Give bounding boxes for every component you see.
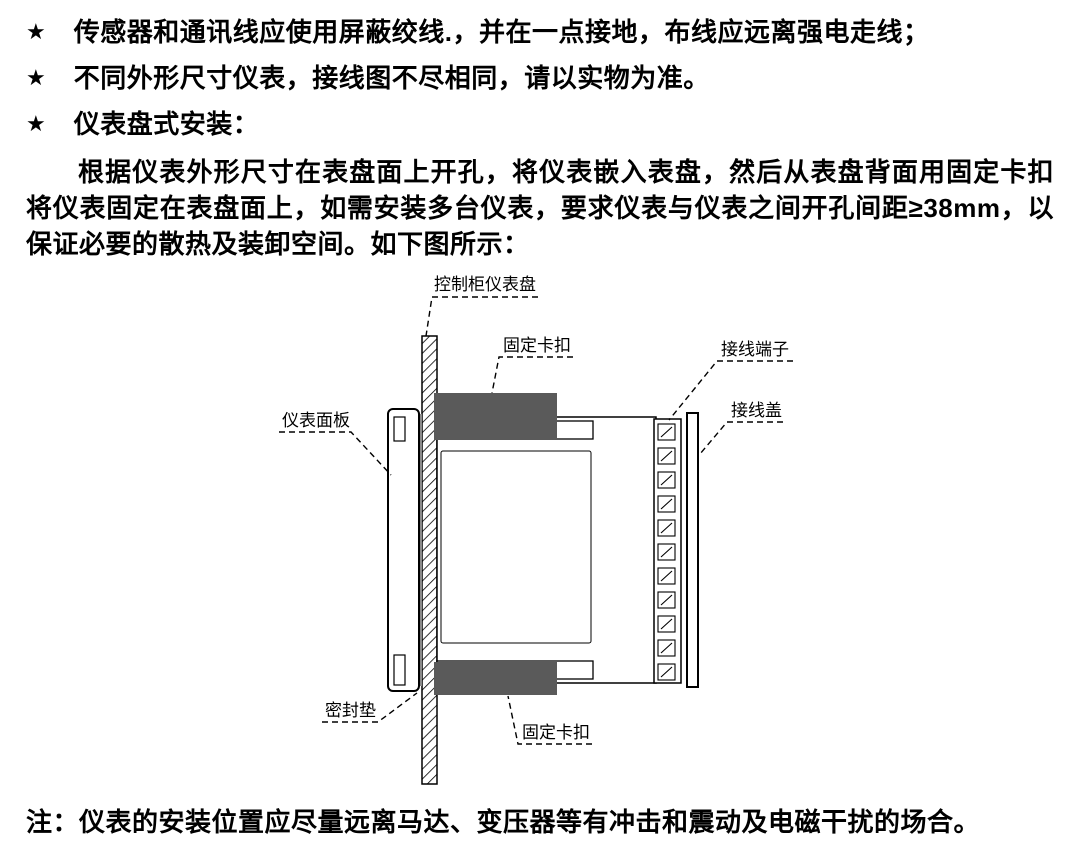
fixing-clip-bottom [434, 662, 557, 695]
bullet-text: 传感器和通讯线应使用屏蔽绞线.，并在一点接地，布线应远离强电走线； [73, 17, 930, 47]
star-bullet-icon: ★ [26, 111, 46, 136]
sealing-gasket [419, 414, 422, 686]
label-cover: 接线盖 [731, 401, 782, 420]
leader-panel [425, 296, 538, 337]
label-terminal: 接线端子 [721, 340, 789, 359]
leader-clip-bottom [507, 695, 592, 745]
bullet-item-dimensions: ★ 不同外形尺寸仪表，接线图不尽相同，请以实物为准。 [26, 62, 1054, 94]
star-bullet-icon: ★ [26, 19, 46, 44]
instrument-faceplate [387, 408, 420, 692]
label-faceplate: 仪表面板 [282, 411, 350, 430]
wiring-cover [686, 412, 699, 688]
faceplate-slot-top [393, 416, 406, 442]
leader-faceplate [279, 431, 392, 476]
leader-gasket [322, 692, 418, 723]
faceplate-slot-bottom [393, 654, 406, 686]
leader-terminal [668, 360, 793, 421]
bullet-text: 不同外形尺寸仪表，接线图不尽相同，请以实物为准。 [73, 63, 710, 93]
terminal-cells [657, 423, 676, 681]
fixing-clip-top [434, 393, 557, 440]
footer-note: 注：仪表的安装位置应尽量远离马达、变压器等有冲击和震动及电磁干扰的场合。 [26, 807, 981, 837]
bullet-text: 仪表盘式安装： [73, 109, 260, 139]
star-bullet-icon: ★ [26, 65, 46, 90]
bullet-item-panel-mount: ★ 仪表盘式安装： [26, 108, 1054, 140]
leader-clip-top [491, 356, 573, 394]
label-fixing-clip-bottom: 固定卡扣 [522, 723, 590, 742]
label-gasket: 密封垫 [325, 701, 376, 720]
label-fixing-clip-top: 固定卡扣 [503, 336, 571, 355]
bullet-item-wiring: ★ 传感器和通讯线应使用屏蔽绞线.，并在一点接地，布线应远离强电走线； [26, 16, 1054, 48]
label-cabinet-panel: 控制柜仪表盘 [434, 275, 536, 294]
installation-paragraph: 根据仪表外形尺寸在表盘面上开孔，将仪表嵌入表盘，然后从表盘背面用固定卡扣将仪表固… [26, 157, 1054, 259]
leader-cover [699, 421, 783, 455]
installation-diagram: 控制柜仪表盘 固定卡扣 接线端子 接线盖 仪表面板 密封垫 固定卡扣 [279, 275, 793, 785]
case-inner-face [440, 450, 592, 644]
